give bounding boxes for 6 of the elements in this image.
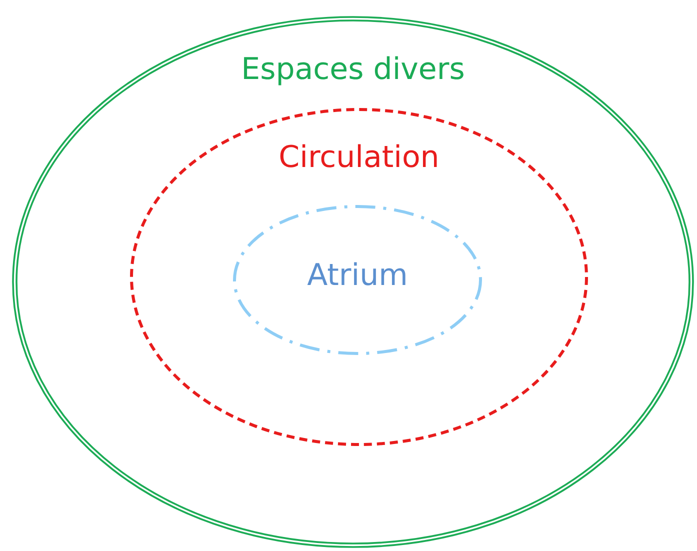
region-label: Circulation	[278, 140, 440, 175]
dash-dot-ellipse-region	[233, 205, 482, 355]
region-label: Atrium	[307, 258, 408, 293]
outer-ellipse-region	[12, 16, 694, 548]
dashed-ellipse-region	[130, 108, 588, 446]
region-label: Espaces divers	[241, 52, 465, 87]
